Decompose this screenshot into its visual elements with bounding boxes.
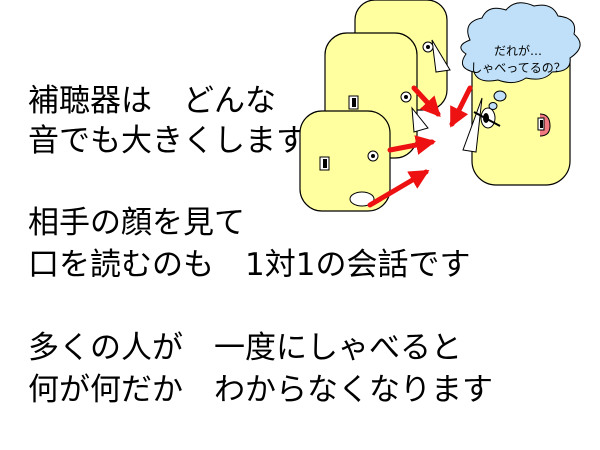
thought-line-2: しゃべってるの？ [470,61,566,75]
text-line-6: 何が何だか わからなくなります [28,372,493,408]
thought-line-1: だれが… [493,44,542,58]
thought-bubble [460,2,581,110]
text-line-3: 相手の顔を見て [28,205,245,241]
thought-bubble-text: だれが… しゃべってるの？ [458,43,578,77]
text-line-4: 口を読むのも 1対1の会話です [28,247,471,283]
sound-arrows [367,85,473,208]
text-line-5: 多くの人が 一度にしゃべると [28,330,462,366]
speaker-face-front [299,110,391,212]
conversation-illustration [299,0,581,212]
text-line-2: 音でも大きくします [28,123,307,159]
text-line-1: 補聴器は どんな [28,83,276,119]
